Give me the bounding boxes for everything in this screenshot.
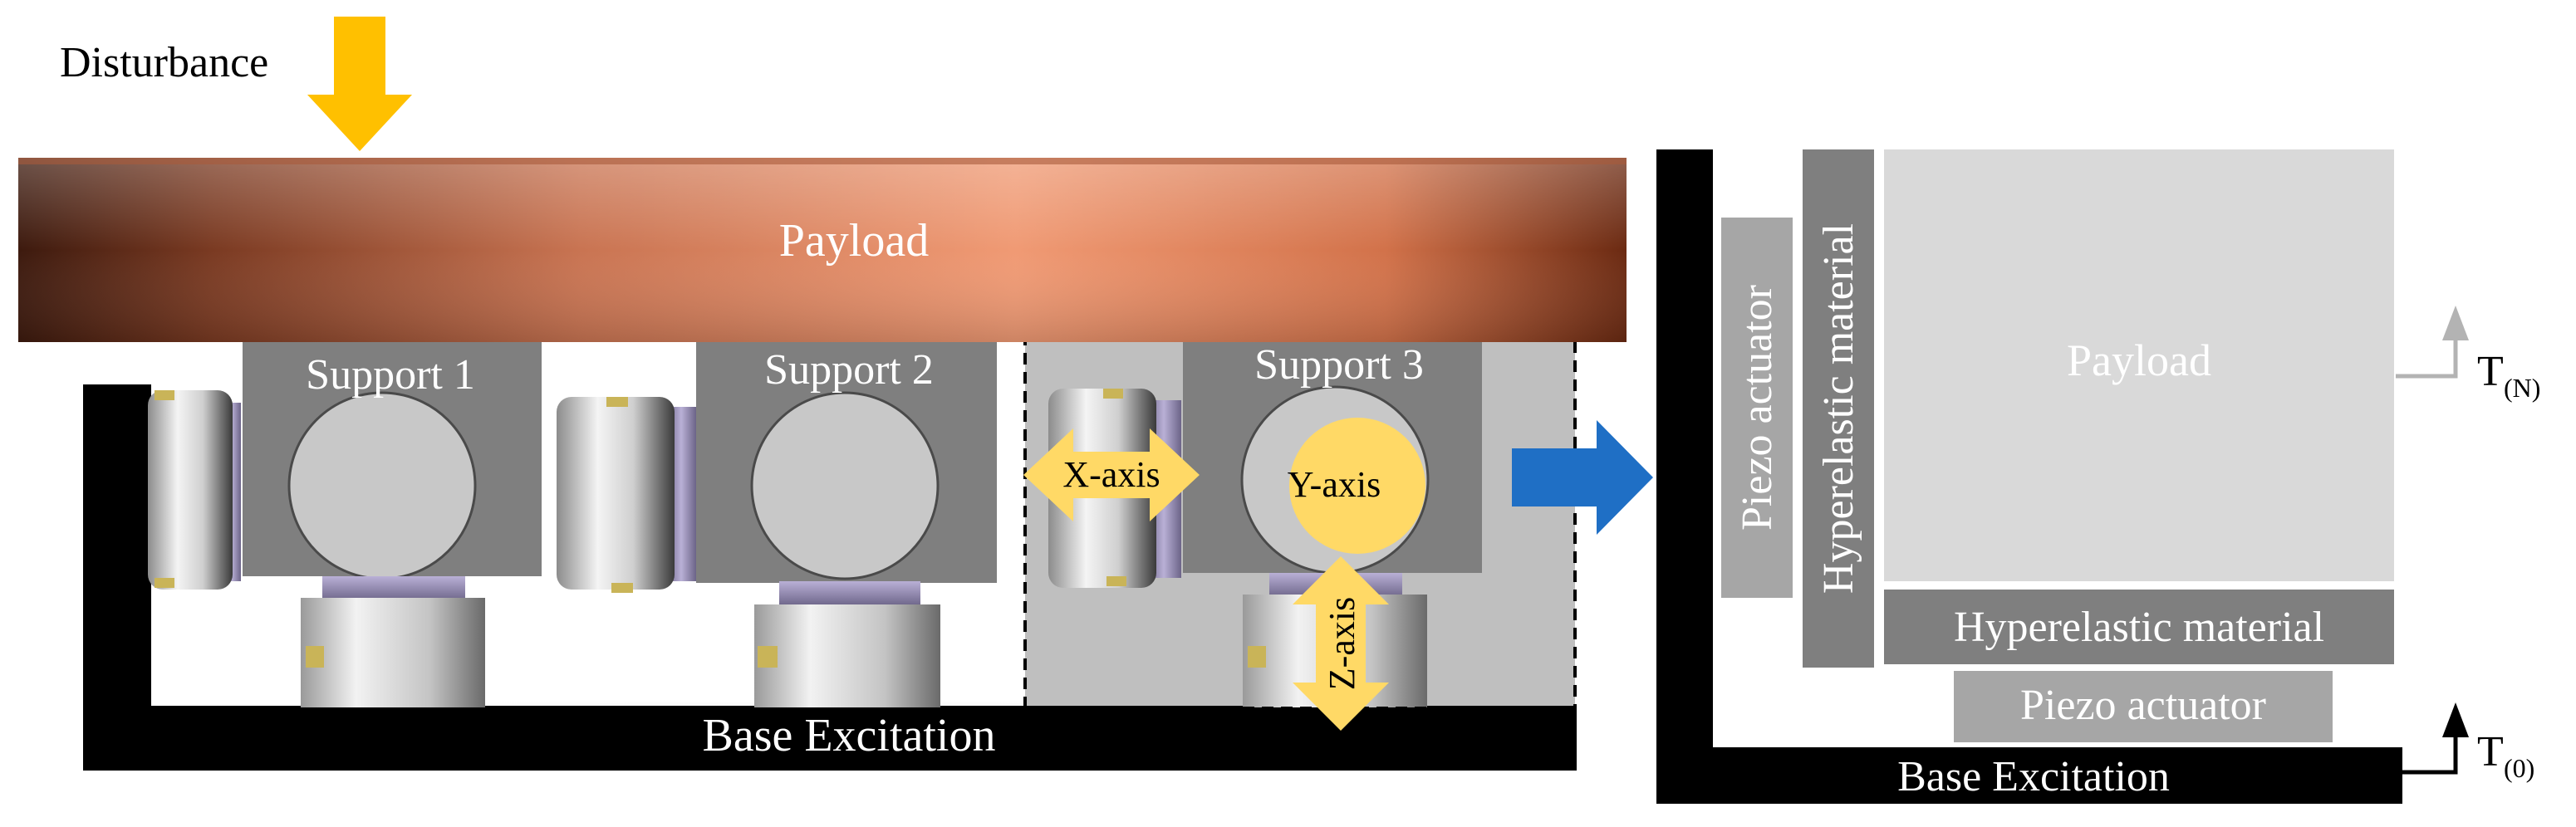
transition-arrow	[1512, 420, 1653, 535]
payload-label: Payload	[779, 215, 929, 267]
z-axis-label: Z-axis	[1322, 597, 1362, 690]
x-axis-arrow	[1023, 428, 1200, 521]
hyperelastic-material-horizontal	[1884, 590, 2394, 664]
t-bottom-subscript: (0)	[2504, 753, 2534, 783]
hyperelastic-material-horizontal-label: Hyperelastic material	[1954, 604, 2324, 651]
t-top-frame-arrow	[2396, 306, 2469, 379]
support-3	[1048, 339, 1482, 707]
piezo-actuator-horizontal-label: Piezo actuator	[2020, 682, 2266, 729]
base-excitation-label-right: Base Excitation	[1897, 753, 2170, 800]
support-1	[148, 342, 542, 707]
payload-plate	[18, 158, 1627, 342]
payload-block	[1884, 149, 2394, 581]
hyperelastic-material-vertical-label: Hyperelastic material	[1815, 223, 1862, 594]
support-1-label: Support 1	[306, 351, 475, 399]
base-excitation-label-left: Base Excitation	[702, 710, 995, 761]
support-2-label: Support 2	[764, 346, 934, 394]
hyperelastic-material-vertical	[1803, 149, 1874, 668]
z-axis-arrow	[1293, 556, 1389, 731]
piezo-actuator-vertical	[1721, 218, 1793, 598]
piezo-actuator-vertical-label: Piezo actuator	[1734, 285, 1781, 531]
schematic-frame-horizontal	[1656, 747, 2402, 804]
t-bottom-frame-arrow	[2401, 702, 2469, 775]
disturbance-arrow	[307, 17, 412, 151]
disturbance-label: Disturbance	[60, 39, 268, 86]
x-axis-label: X-axis	[1062, 454, 1160, 495]
y-axis-marker	[1289, 418, 1425, 554]
schematic-frame-vertical	[1656, 149, 1713, 804]
support-3-label: Support 3	[1254, 341, 1424, 389]
t-top-subscript: (N)	[2504, 373, 2540, 403]
t-bottom-main: T	[2477, 728, 2504, 776]
payload-block-label: Payload	[2067, 335, 2211, 385]
support-2	[557, 342, 997, 707]
y-axis-label: Y-axis	[1288, 464, 1381, 505]
t-top-main: T	[2477, 348, 2504, 395]
piezo-actuator-horizontal	[1954, 671, 2333, 742]
